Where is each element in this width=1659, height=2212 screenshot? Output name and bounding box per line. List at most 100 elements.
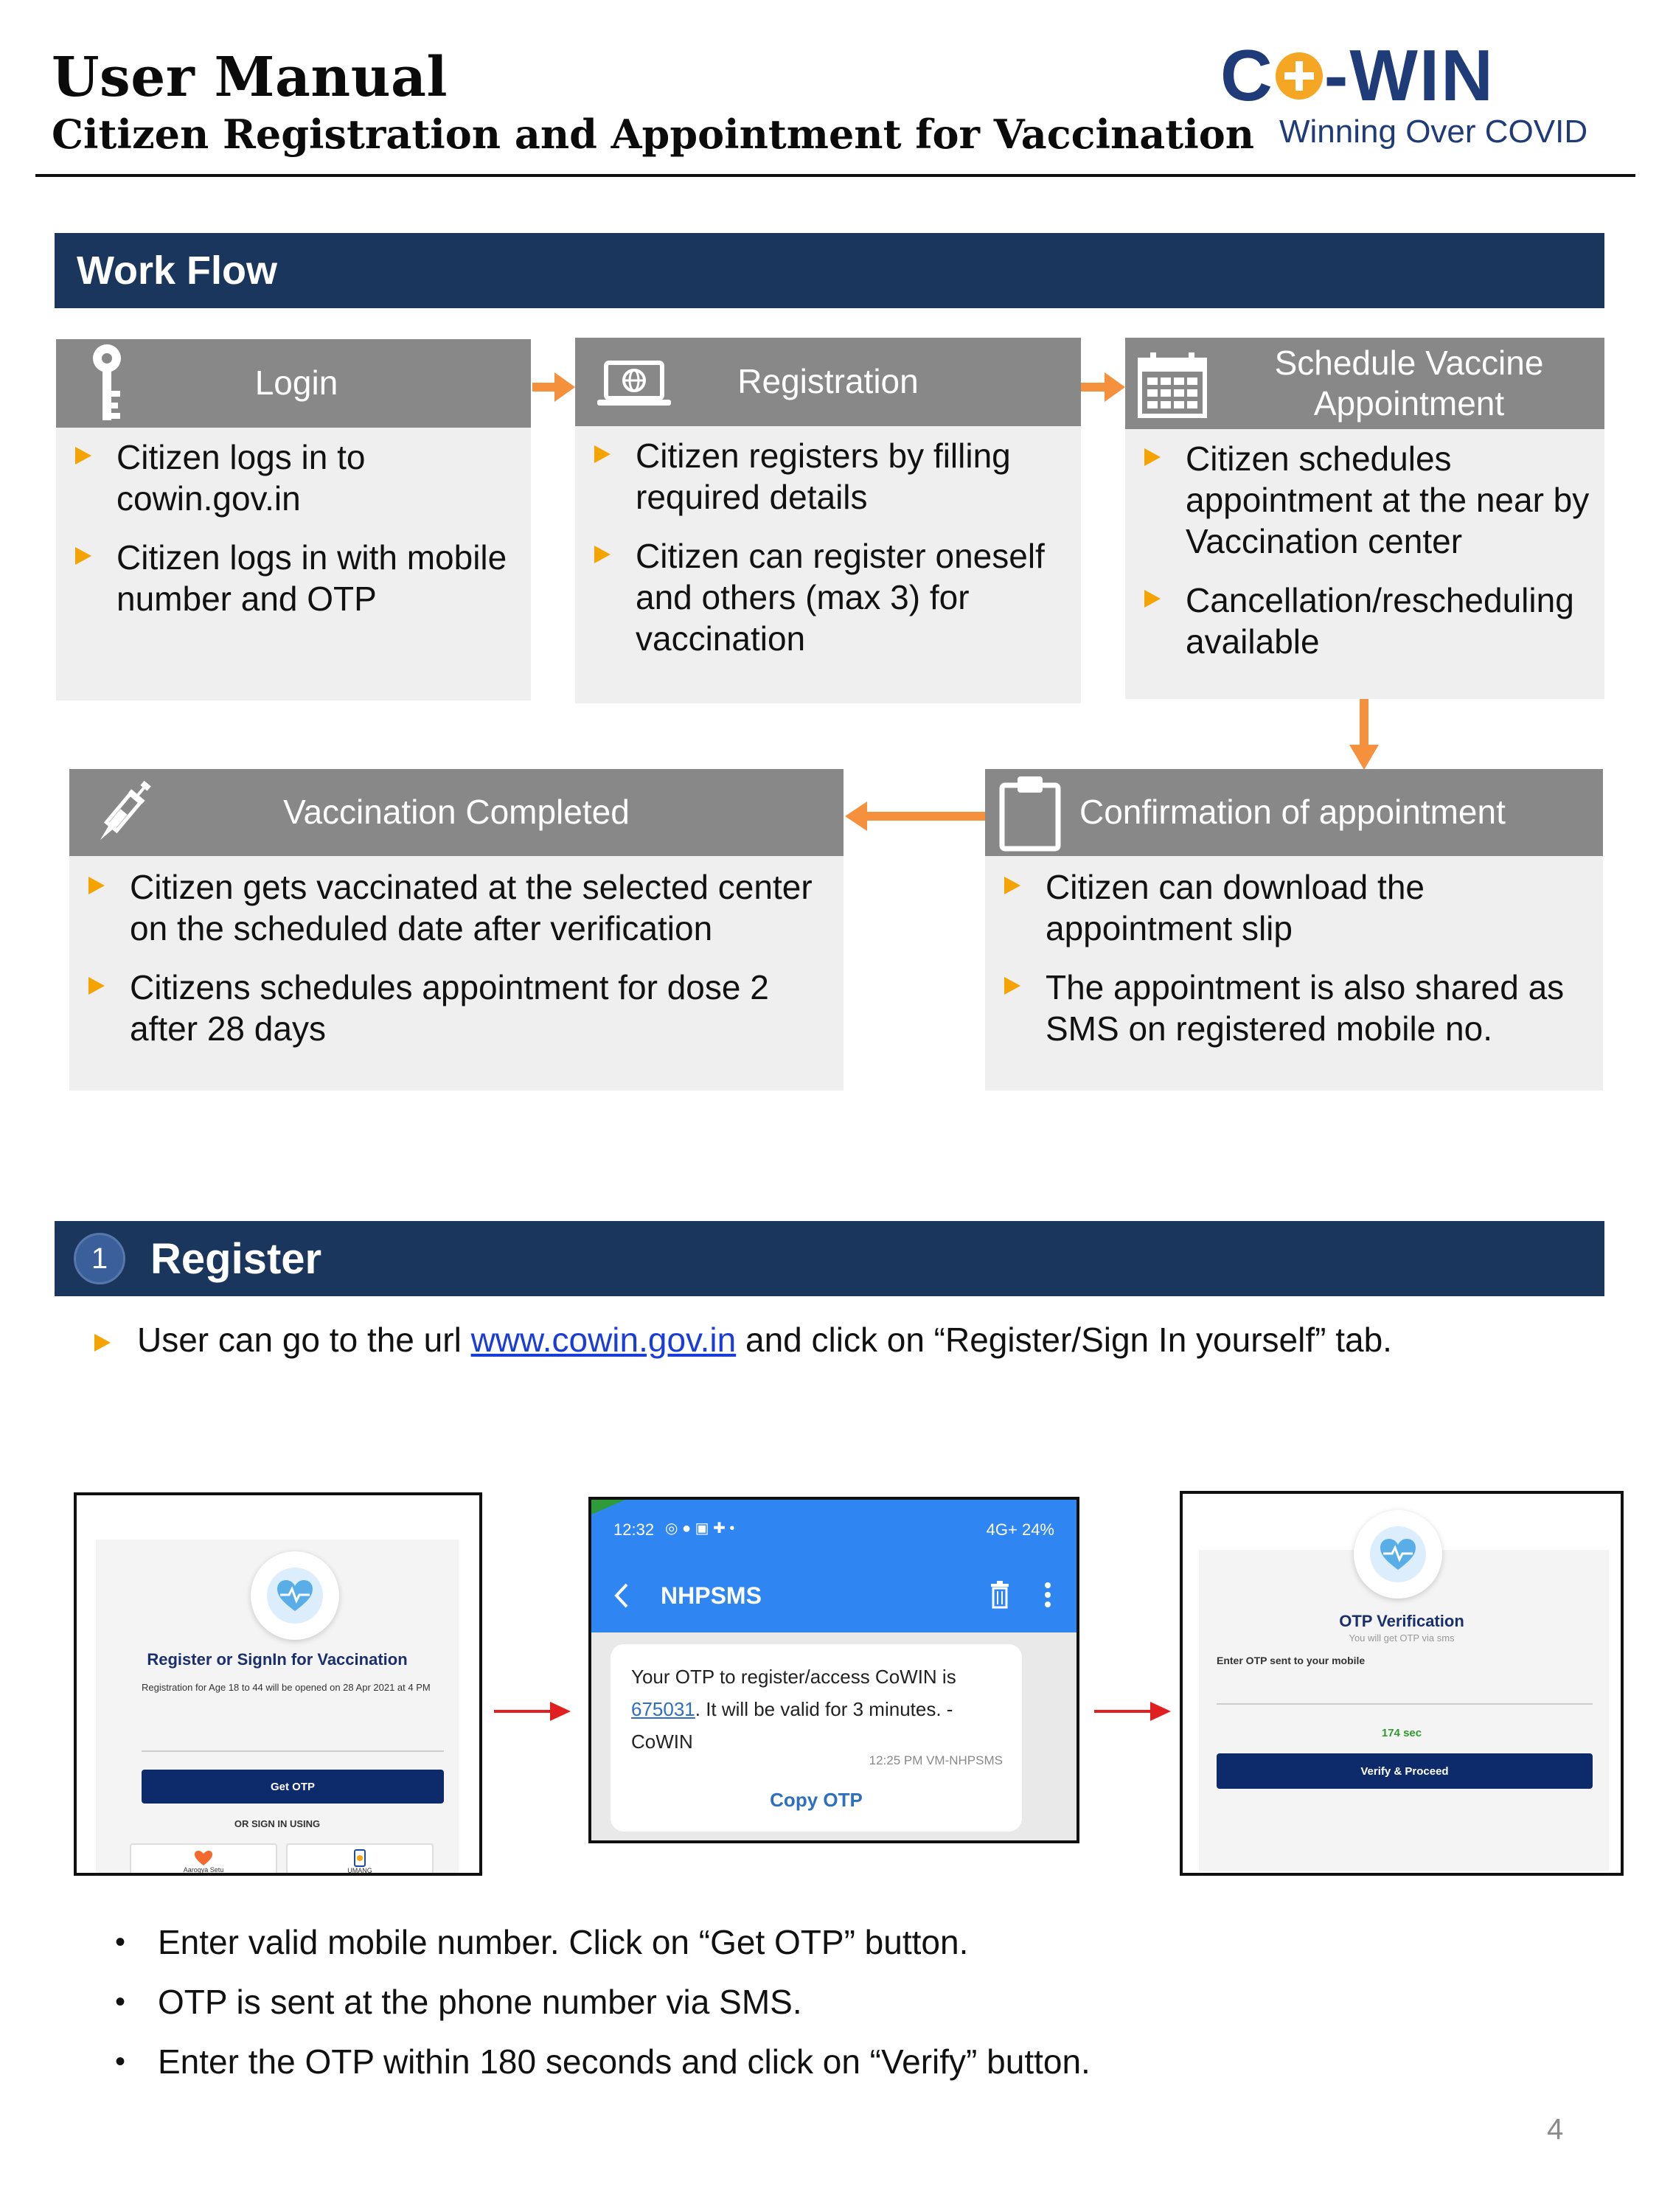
sms-app-bar: NHPSMS [591, 1559, 1077, 1632]
workflow-card-confirmation: Confirmation of appointment Citizen can … [985, 769, 1603, 1091]
otp-title: OTP Verification [1339, 1612, 1464, 1630]
otp-input[interactable] [1217, 1703, 1593, 1705]
trash-icon[interactable] [990, 1581, 1010, 1609]
verify-proceed-button[interactable]: Verify & Proceed [1217, 1753, 1593, 1789]
card-header: Vaccination Completed [69, 769, 844, 856]
arrow-right-icon [1081, 372, 1125, 402]
document-subtitle: Citizen Registration and Appointment for… [52, 111, 1254, 158]
workflow-card-schedule: Schedule Vaccine Appointment Citizen sch… [1125, 338, 1604, 699]
bullet-triangle-icon [75, 447, 91, 465]
app-logo [251, 1551, 339, 1640]
register-heading: 1 Register [55, 1221, 1604, 1296]
otp-subtitle: You will get OTP via sms [1349, 1632, 1455, 1644]
page-number: 4 [1547, 2113, 1564, 2146]
step-number-badge: 1 [74, 1233, 125, 1284]
umang-button[interactable]: UMANG [286, 1843, 434, 1873]
sms-thread: Your OTP to register/access CoWIN is 675… [591, 1632, 1077, 1840]
card-header: Login [56, 339, 531, 428]
bullet-item: Citizen registers by filling required de… [575, 435, 1081, 518]
register-steps-list: Enter valid mobile number. Click on “Get… [115, 1920, 1091, 2099]
bullet-triangle-icon [75, 547, 91, 565]
logo-wordmark: C -WIN [1220, 35, 1495, 116]
card-title: Vaccination Completed [283, 793, 630, 832]
list-item: Enter the OTP within 180 seconds and cli… [115, 2039, 1091, 2099]
card-header: Confirmation of appointment [985, 769, 1603, 856]
workflow-card-registration: Registration Citizen registers by fillin… [575, 338, 1081, 703]
signin-title: Register or SignIn for Vaccination [147, 1650, 408, 1669]
plus-icon [1275, 52, 1323, 100]
sms-meta: 12:25 PM VM-NHPSMS [869, 1753, 1003, 1767]
card-title: Login [254, 364, 338, 403]
screenshot-sms-otp: 12:32 ◎ ● ▣ ✚ • 4G+ 24% NHPSMS Your OTP … [588, 1497, 1079, 1843]
bullet-triangle-icon [594, 546, 611, 563]
bullet-item: Citizen logs in with mobile number and O… [56, 537, 531, 619]
workflow-card-vaccination-completed: Vaccination Completed Citizen gets vacci… [69, 769, 844, 1091]
bullet-triangle-icon [94, 1333, 111, 1352]
card-body: Citizen can download the appointment sli… [985, 866, 1603, 1067]
card-header: Schedule Vaccine Appointment [1125, 338, 1604, 429]
otp-label: Enter OTP sent to your mobile [1217, 1655, 1366, 1666]
bullet-triangle-icon [594, 445, 611, 463]
cowin-url-link[interactable]: www.cowin.gov.in [470, 1321, 737, 1359]
app-logo [1354, 1510, 1442, 1599]
list-item: Enter valid mobile number. Click on “Get… [115, 1920, 1091, 1980]
back-arrow-icon[interactable] [613, 1582, 630, 1609]
calendar-icon [1138, 352, 1207, 418]
syringe-icon [100, 780, 151, 841]
document-title: User Manual [52, 46, 448, 109]
arrow-right-icon [494, 1702, 571, 1721]
sms-sender: NHPSMS [661, 1582, 762, 1609]
card-header: Registration [575, 338, 1081, 426]
card-body: Citizen gets vaccinated at the selected … [69, 866, 844, 1067]
more-vert-icon[interactable] [1044, 1582, 1051, 1607]
signin-card: Register or SignIn for Vaccination Regis… [96, 1540, 459, 1873]
bullet-item: Citizen can register oneself and others … [575, 535, 1081, 659]
bullet-triangle-icon [1004, 877, 1020, 894]
bullet-triangle-icon [1004, 977, 1020, 995]
arrow-down-icon [1349, 699, 1379, 770]
bullet-item: Citizens schedules appointment for dose … [69, 967, 844, 1049]
screenshot-register-signin: Register or SignIn for Vaccination Regis… [74, 1492, 482, 1876]
register-intro: User can go to the url www.cowin.gov.in … [94, 1320, 1392, 1360]
card-body: Citizen schedules appointment at the nea… [1125, 438, 1604, 680]
umang-icon [354, 1849, 366, 1867]
status-icons: ◎ ● ▣ ✚ • [665, 1520, 735, 1537]
bullet-triangle-icon [88, 977, 105, 995]
bullet-item: Citizen logs in to cowin.gov.in [56, 437, 531, 519]
bullet-item: Cancellation/rescheduling available [1125, 580, 1604, 662]
bullet-triangle-icon [1144, 448, 1161, 466]
otp-timer: 174 sec [1381, 1727, 1422, 1739]
get-otp-button[interactable]: Get OTP [142, 1770, 444, 1804]
key-icon [93, 344, 121, 420]
or-sign-in-label: OR SIGN IN USING [234, 1818, 321, 1829]
card-title: Confirmation of appointment [1079, 793, 1506, 832]
bullet-item: The appointment is also shared as SMS on… [985, 967, 1603, 1049]
header-rule [35, 174, 1635, 177]
status-time: 12:32 [613, 1520, 655, 1539]
sms-text: Your OTP to register/access CoWIN is 675… [631, 1666, 956, 1753]
arrow-right-icon [1094, 1702, 1171, 1721]
arrow-left-icon [845, 801, 985, 831]
laptop-globe-icon [597, 361, 671, 406]
list-item: OTP is sent at the phone number via SMS. [115, 1980, 1091, 2039]
bullet-triangle-icon [1144, 590, 1161, 608]
signin-note: Registration for Age 18 to 44 will be op… [142, 1682, 431, 1693]
bullet-triangle-icon [88, 877, 105, 894]
bullet-item: Citizen schedules appointment at the nea… [1125, 438, 1604, 562]
mobile-input[interactable] [142, 1750, 444, 1752]
card-title: Schedule Vaccine Appointment [1274, 343, 1544, 422]
logo-tagline: Winning Over COVID [1279, 114, 1588, 150]
status-right: 4G+ 24% [986, 1520, 1054, 1539]
corner-accent-icon [591, 1500, 625, 1514]
card-body: Citizen logs in to cowin.gov.in Citizen … [56, 437, 531, 637]
heart-icon [195, 1851, 212, 1865]
card-body: Citizen registers by filling required de… [575, 435, 1081, 677]
phone-status-bar: 12:32 ◎ ● ▣ ✚ • 4G+ 24% [591, 1500, 1077, 1559]
card-title: Registration [737, 362, 919, 401]
otp-code[interactable]: 675031 [631, 1698, 695, 1720]
bullet-item: Citizen can download the appointment sli… [985, 866, 1603, 949]
heart-pulse-icon [277, 1580, 313, 1611]
sms-message: Your OTP to register/access CoWIN is 675… [611, 1644, 1022, 1832]
copy-otp-button[interactable]: Copy OTP [770, 1789, 863, 1811]
aarogya-setu-button[interactable]: Aarogya Setu [130, 1843, 277, 1873]
